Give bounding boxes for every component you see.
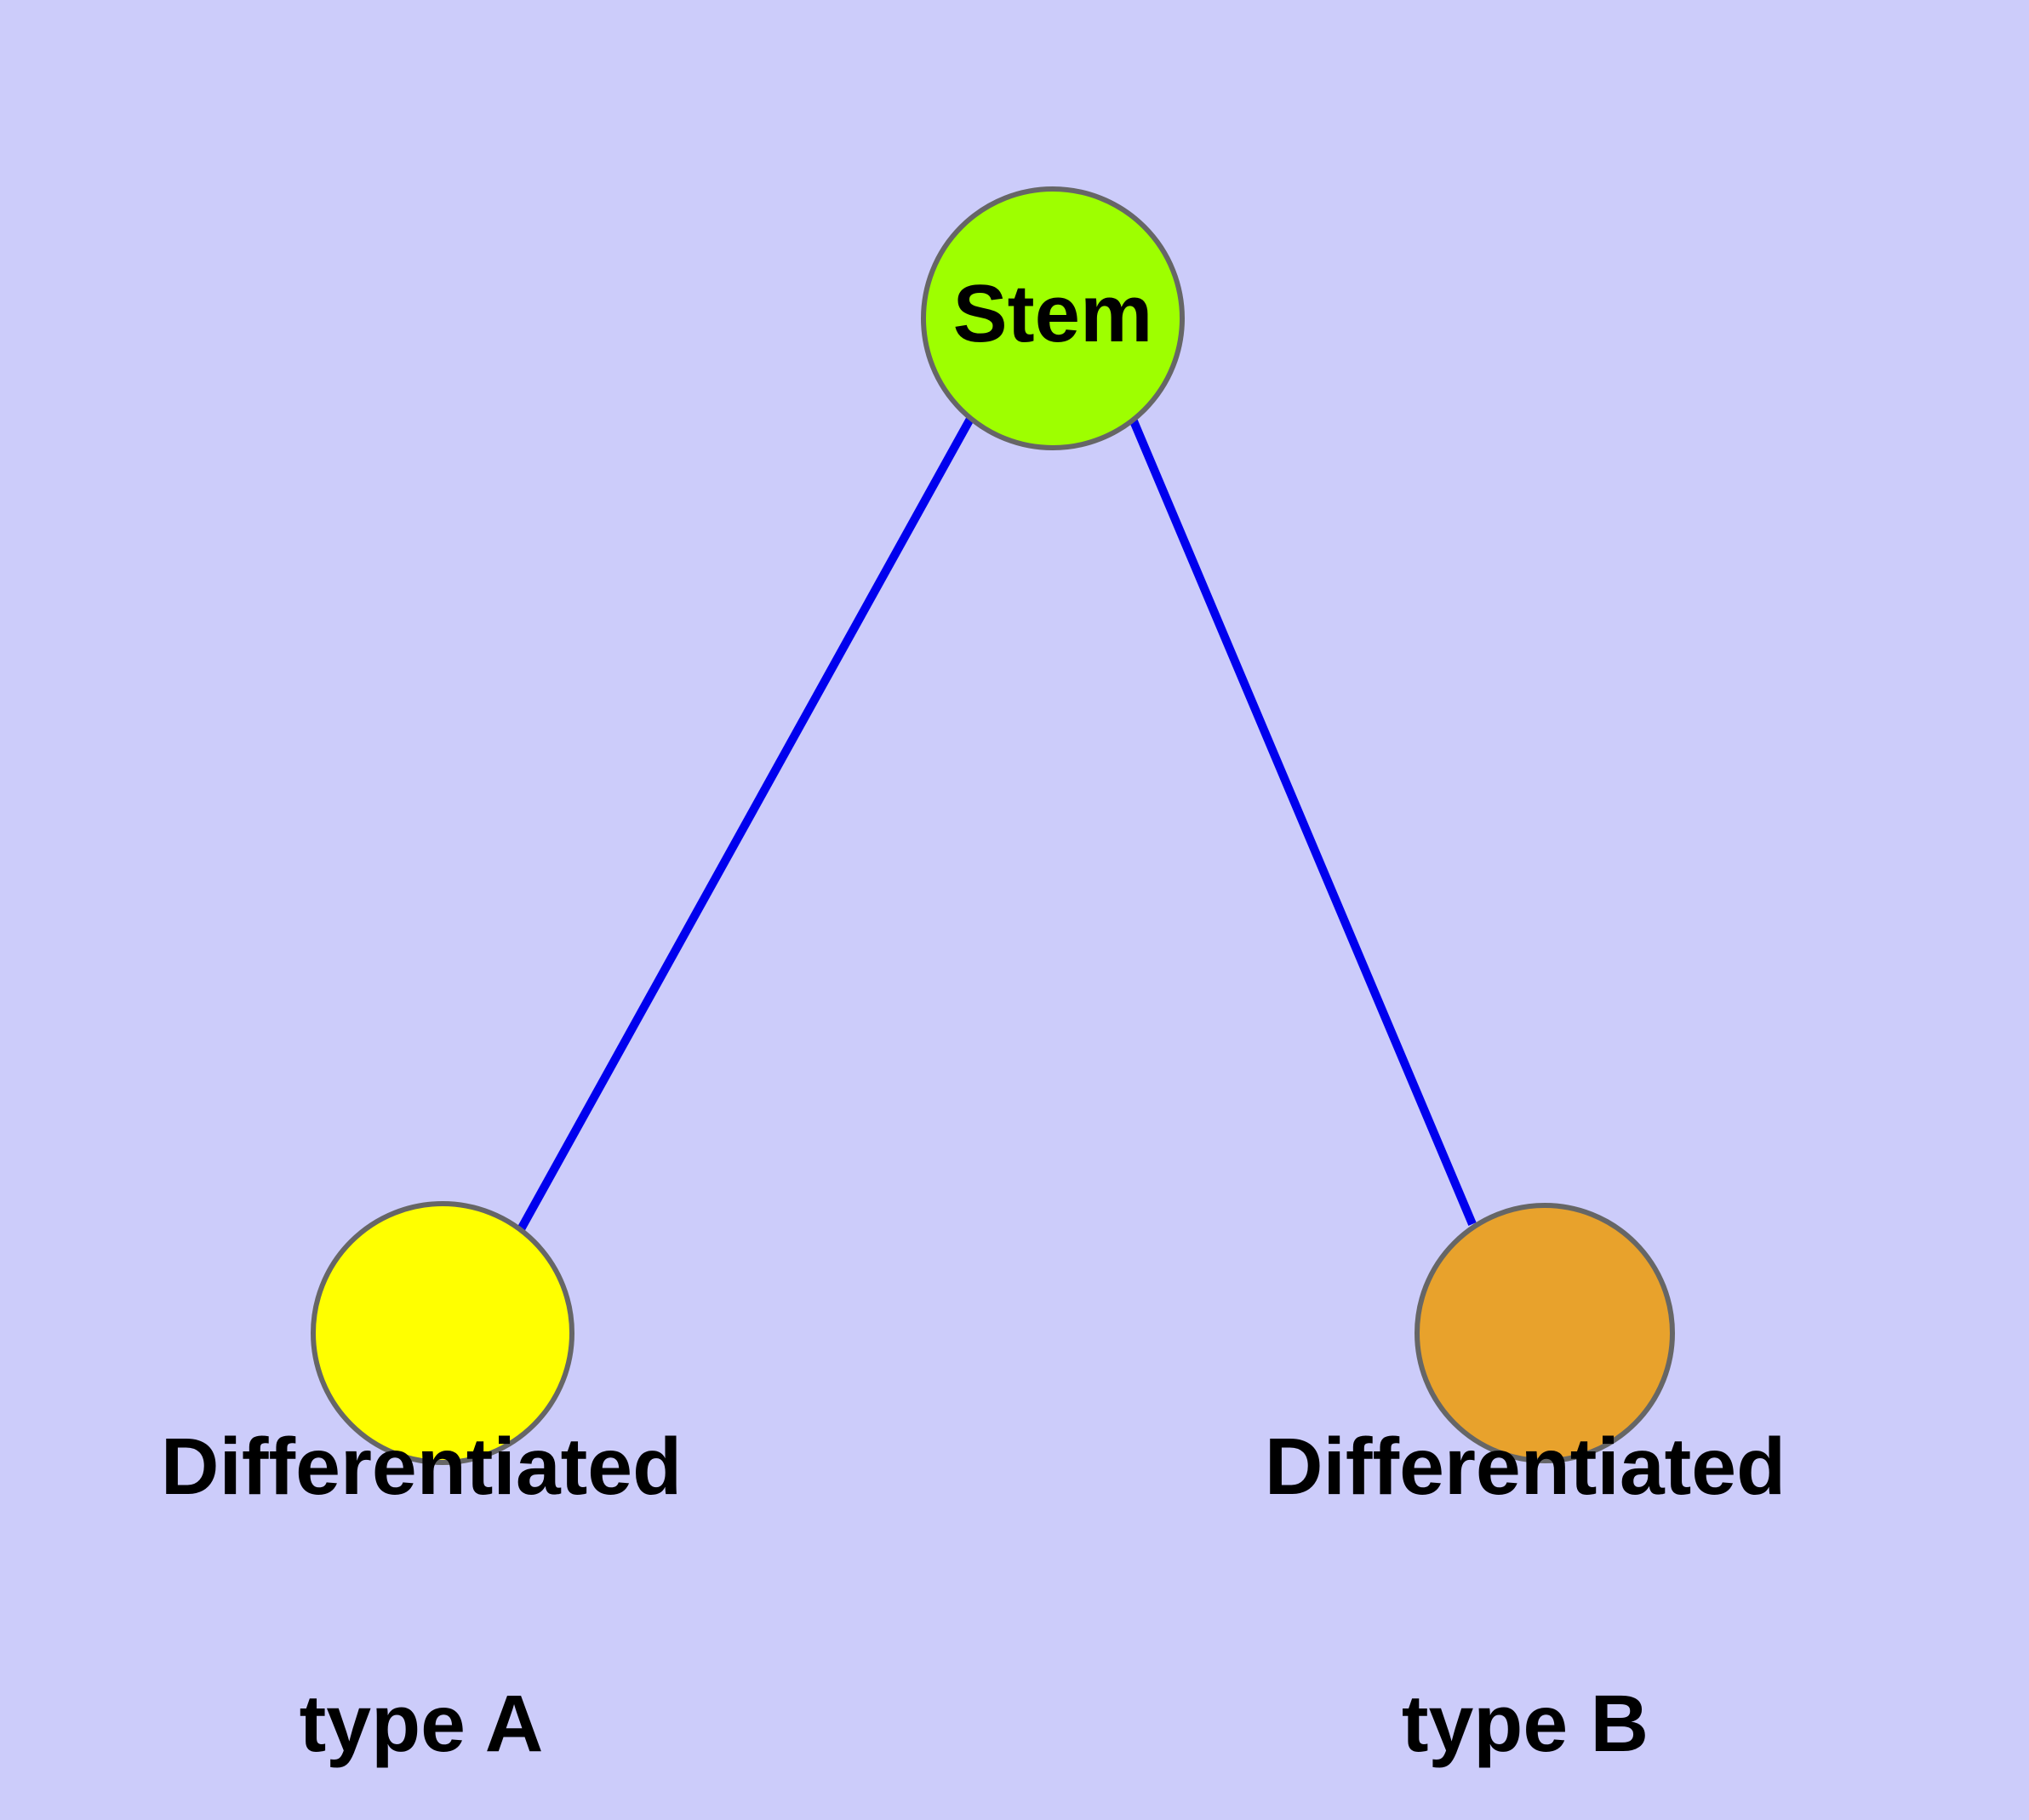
node-layer (311, 186, 1675, 1465)
node-differentiated-type-a[interactable] (311, 1201, 574, 1465)
node-stem[interactable] (921, 186, 1185, 450)
edge-stem-to-diff-b (1128, 415, 1477, 1226)
edge-stem-to-diff-a (517, 416, 974, 1232)
edge-layer (517, 415, 1477, 1232)
node-differentiated-type-b[interactable] (1415, 1203, 1675, 1463)
